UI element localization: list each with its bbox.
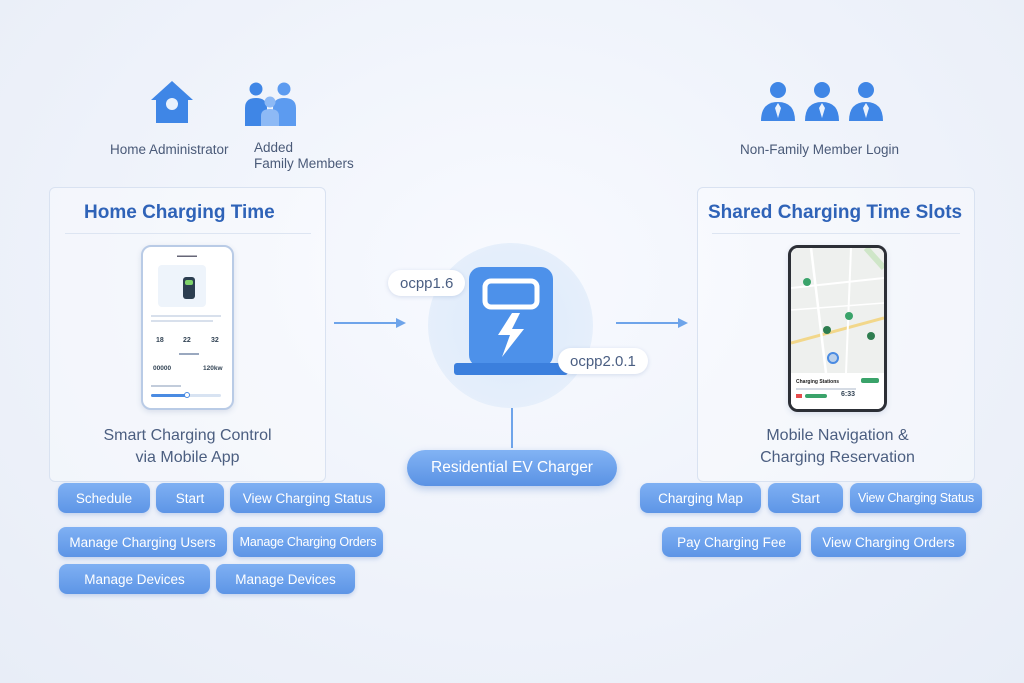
left-panel-divider: [65, 233, 311, 234]
view-charging-status-button[interactable]: View Charging Status: [230, 483, 385, 513]
map-marker[interactable]: [845, 312, 853, 320]
connector-line: [511, 408, 513, 448]
sheet-badge: [861, 378, 879, 383]
left-caption-line1: Smart Charging Control: [103, 427, 272, 444]
family-icon: [245, 82, 296, 126]
protocol-ocpp201-tag: ocpp2.0.1: [558, 348, 648, 374]
phone-charger-screen: [185, 280, 193, 285]
non-family-label: Non-Family Member Login: [740, 142, 900, 157]
start-button[interactable]: Start: [768, 483, 843, 513]
manage-devices-button-2[interactable]: Manage Devices: [216, 564, 355, 594]
person-icon: [805, 82, 839, 121]
phone-slider-thumb: [184, 392, 190, 398]
map-marker[interactable]: [823, 326, 831, 334]
manage-charging-users-button[interactable]: Manage Charging Users: [58, 527, 227, 557]
map-current-location: [827, 352, 839, 364]
manage-devices-button[interactable]: Manage Devices: [59, 564, 210, 594]
right-phone-mockup: Charging Stations 6:33: [788, 245, 887, 412]
right-caption-line2: Charging Reservation: [760, 449, 915, 466]
phone-stat-2: 22: [183, 337, 191, 344]
phone-energy-value: 00000: [153, 365, 172, 372]
arrow-right-icon: [616, 318, 688, 328]
pay-charging-fee-button[interactable]: Pay Charging Fee: [662, 527, 801, 557]
phone-slider-fill: [151, 394, 187, 397]
phone-stat-1: 18: [156, 337, 164, 344]
phone-map: [791, 248, 884, 373]
view-charging-orders-button[interactable]: View Charging Orders: [811, 527, 966, 557]
phone-text-line: [179, 353, 199, 355]
left-phone-mockup: ▬▬▬▬ 18 22 32 00000 120kw: [141, 245, 234, 410]
protocol-ocpp16-tag: ocpp1.6: [388, 270, 466, 296]
sheet-dot: [796, 394, 802, 398]
schedule-button[interactable]: Schedule: [58, 483, 150, 513]
residential-ev-charger-button[interactable]: Residential EV Charger: [407, 450, 617, 486]
phone-text-line: [151, 315, 221, 317]
lightning-icon: [498, 313, 524, 357]
phone-text-line: [151, 320, 213, 322]
left-caption-line2: via Mobile App: [135, 449, 240, 466]
charging-map-button[interactable]: Charging Map: [640, 483, 761, 513]
map-marker[interactable]: [867, 332, 875, 340]
left-panel-title: Home Charging Time: [84, 202, 275, 223]
family-label-line1: Added: [254, 140, 294, 155]
charger-icon: [454, 267, 568, 375]
phone-power-value: 120kw: [203, 365, 223, 372]
phone-charger-image: [158, 265, 206, 307]
person-icon: [761, 82, 795, 121]
view-charging-status-button[interactable]: View Charging Status: [850, 483, 982, 513]
arrow-right-icon: [334, 318, 406, 328]
home-admin-label: Home Administrator: [110, 142, 229, 157]
phone-header: ▬▬▬▬: [177, 253, 197, 259]
sheet-title: Charging Stations: [796, 379, 840, 385]
sheet-time: 6:33: [841, 391, 856, 398]
sheet-status: [805, 394, 827, 398]
phone-text-line: [151, 385, 181, 387]
person-icon: [849, 82, 883, 121]
start-button[interactable]: Start: [156, 483, 224, 513]
right-caption-line1: Mobile Navigation &: [766, 427, 909, 444]
right-panel-divider: [712, 233, 960, 234]
home-icon: [151, 81, 193, 123]
manage-charging-orders-button[interactable]: Manage Charging Orders: [233, 527, 383, 557]
phone-stat-3: 32: [211, 337, 219, 344]
phone-map-roads: [791, 248, 884, 373]
sheet-text-line: [796, 388, 856, 390]
family-label-line2: Family Members: [254, 156, 354, 171]
map-marker[interactable]: [803, 278, 811, 286]
right-panel-title: Shared Charging Time Slots: [708, 202, 963, 223]
